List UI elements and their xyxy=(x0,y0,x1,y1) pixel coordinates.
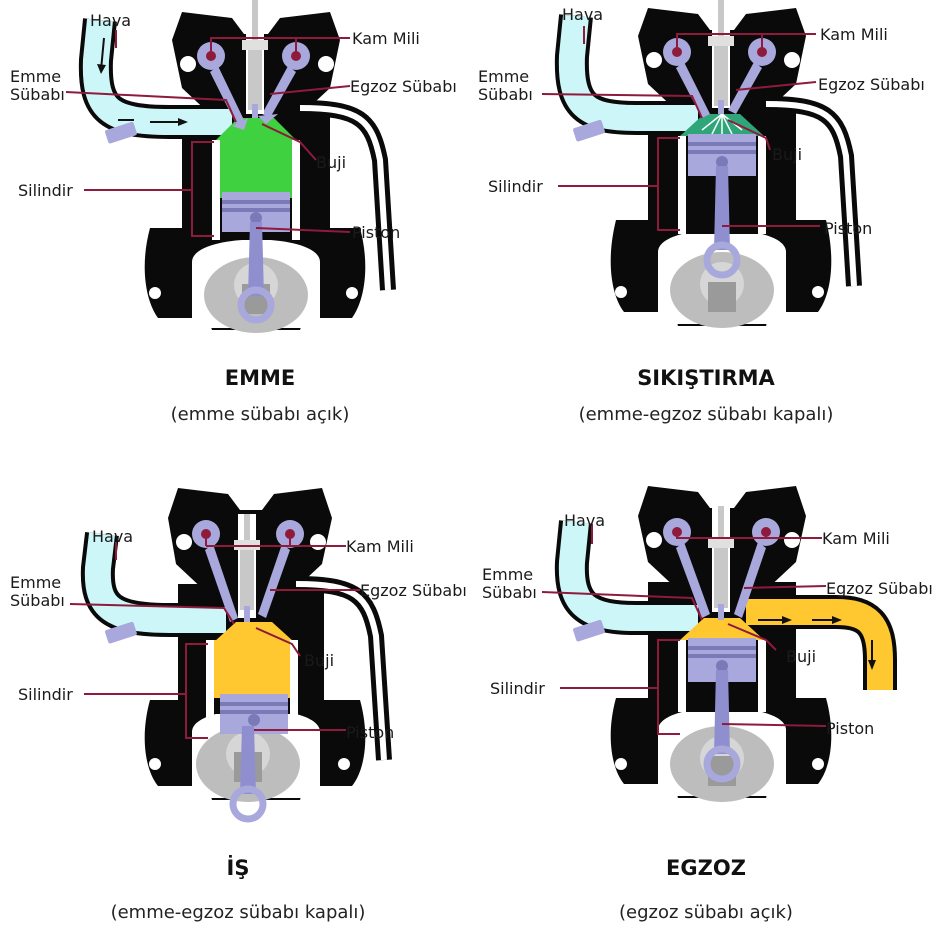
label-buji: Buji xyxy=(316,153,346,172)
label-piston: Piston xyxy=(824,219,872,238)
label-hava: Hava xyxy=(564,511,605,530)
label-silindir: Silindir xyxy=(488,177,543,196)
engine-diagram-intake: Hava Kam Mili Emme Sübabı Egzoz Sübabı B… xyxy=(0,0,476,464)
label-subabi: Sübabı xyxy=(10,591,65,610)
label-silindir: Silindir xyxy=(18,181,73,200)
label-hava: Hava xyxy=(90,11,131,30)
label-emme: Emme xyxy=(478,67,529,86)
label-emme: Emme xyxy=(10,67,61,86)
stroke-panel-exhaust: Hava Kam Mili Emme Sübabı Egzoz Sübabı B… xyxy=(476,464,952,928)
label-emme: Emme xyxy=(10,573,61,592)
label-kam-mili: Kam Mili xyxy=(820,25,888,44)
label-kam-mili: Kam Mili xyxy=(822,529,890,548)
label-buji: Buji xyxy=(772,145,802,164)
label-hava: Hava xyxy=(562,5,603,24)
stroke-title-power: İŞ xyxy=(0,856,476,880)
label-kam-mili: Kam Mili xyxy=(346,537,414,556)
stroke-panel-compression: Hava Kam Mili Emme Sübabı Egzoz Sübabı B… xyxy=(476,0,952,464)
label-buji: Buji xyxy=(304,651,334,670)
stroke-subtitle-exhaust: (egzoz sübabı açık) xyxy=(468,902,944,923)
stroke-title-intake: EMME xyxy=(22,366,498,390)
engine-diagram-compression: Hava Kam Mili Emme Sübabı Egzoz Sübabı B… xyxy=(476,0,952,464)
label-egzoz-subabi: Egzoz Sübabı xyxy=(826,579,933,598)
stroke-title-compression: SIKIŞTIRMA xyxy=(468,366,944,390)
stroke-panel-intake: Hava Kam Mili Emme Sübabı Egzoz Sübabı B… xyxy=(0,0,476,464)
label-silindir: Silindir xyxy=(18,685,73,704)
label-hava: Hava xyxy=(92,527,133,546)
label-piston: Piston xyxy=(346,723,394,742)
label-subabi: Sübabı xyxy=(482,583,537,602)
label-buji: Buji xyxy=(786,647,816,666)
stroke-title-exhaust: EGZOZ xyxy=(468,856,944,880)
stroke-subtitle-power: (emme-egzoz sübabı kapalı) xyxy=(0,902,476,923)
label-piston: Piston xyxy=(352,223,400,242)
label-subabi: Sübabı xyxy=(478,85,533,104)
label-kam-mili: Kam Mili xyxy=(352,29,420,48)
label-silindir: Silindir xyxy=(490,679,545,698)
label-emme: Emme xyxy=(482,565,533,584)
label-egzoz-subabi: Egzoz Sübabı xyxy=(360,581,467,600)
label-egzoz-subabi: Egzoz Sübabı xyxy=(818,75,925,94)
stroke-subtitle-compression: (emme-egzoz sübabı kapalı) xyxy=(468,404,944,425)
stroke-panel-power: Hava Kam Mili Emme Sübabı Egzoz Sübabı B… xyxy=(0,464,476,928)
label-subabi: Sübabı xyxy=(10,85,65,104)
stroke-subtitle-intake: (emme sübabı açık) xyxy=(22,404,498,425)
label-egzoz-subabi: Egzoz Sübabı xyxy=(350,77,457,96)
label-piston: Piston xyxy=(826,719,874,738)
